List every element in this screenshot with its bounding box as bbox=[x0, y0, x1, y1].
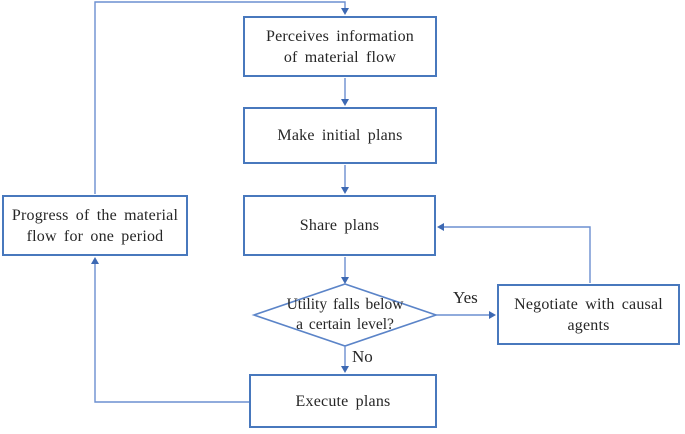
node-progress-line-1: Progress of the material bbox=[11, 206, 179, 224]
arrowhead-make-to-share bbox=[341, 187, 349, 194]
arrowhead-negotiate-to-share bbox=[437, 223, 444, 231]
arrowhead-decision-to-negotiate bbox=[489, 311, 496, 319]
arrowhead-perceive-to-make bbox=[341, 99, 349, 106]
arrowhead-decision-to-execute bbox=[341, 366, 349, 373]
arrowhead-share-to-decision bbox=[341, 277, 349, 284]
arrowhead-progress-to-perceive bbox=[341, 8, 349, 15]
node-progress-label: Progress of the material flow for one pe… bbox=[12, 205, 178, 247]
node-execute-plans: Execute plans bbox=[249, 374, 437, 428]
edge-progress-to-perceive bbox=[94, 1, 346, 194]
node-make-initial-plans-label: Make initial plans bbox=[277, 127, 403, 144]
node-negotiate-line-1: Negotiate with causal bbox=[514, 295, 663, 313]
node-share-plans: Share plans bbox=[243, 195, 436, 256]
node-negotiate-label: Negotiate with causal agents bbox=[514, 294, 663, 336]
edge-label-yes: Yes bbox=[453, 288, 478, 307]
node-share-plans-label: Share plans bbox=[299, 217, 380, 234]
node-execute-plans-label: Execute plans bbox=[295, 392, 391, 410]
edge-negotiate-to-share bbox=[444, 226, 591, 283]
edge-execute-to-progress bbox=[94, 264, 249, 403]
node-perceive-line-1: Perceives information bbox=[265, 27, 415, 45]
arrowhead-execute-to-progress bbox=[91, 257, 99, 264]
node-progress: Progress of the material flow for one pe… bbox=[2, 195, 188, 256]
node-utility-decision-line-2: a certain level? bbox=[296, 316, 394, 333]
node-make-initial-plans: Make initial plans bbox=[243, 107, 437, 164]
node-progress-line-2: flow for one period bbox=[26, 227, 164, 245]
node-perceive-label: Perceives information of material flow bbox=[266, 26, 414, 68]
node-utility-decision-line-1: Utility falls below bbox=[286, 296, 404, 313]
edge-label-no: No bbox=[352, 347, 373, 366]
node-negotiate-line-2: agents bbox=[567, 316, 610, 334]
node-perceive-line-2: of material flow bbox=[283, 48, 397, 66]
node-perceive: Perceives information of material flow bbox=[243, 16, 437, 77]
node-negotiate: Negotiate with causal agents bbox=[497, 284, 680, 345]
node-utility-decision-label: Utility falls below a certain level? bbox=[265, 291, 425, 339]
